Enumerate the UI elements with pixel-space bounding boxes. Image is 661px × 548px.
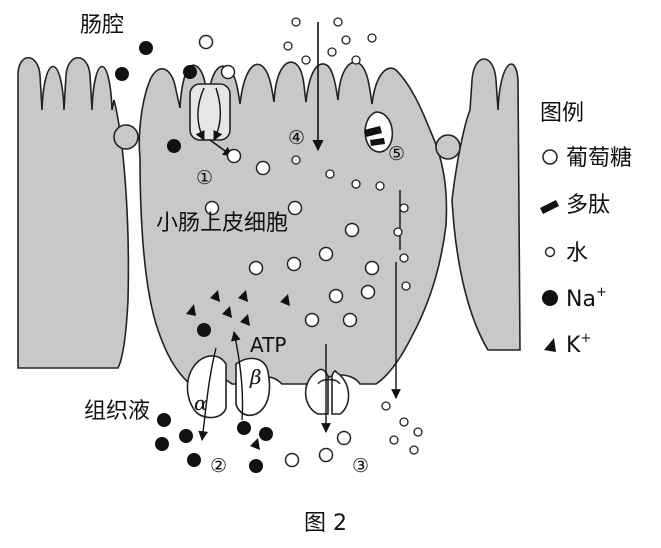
legend-item-sodium: Na+: [566, 285, 607, 312]
pathway-1-label: ①: [196, 167, 213, 189]
open-circle-icon: [542, 149, 558, 165]
alpha-label: α: [194, 391, 208, 415]
intestinal-lumen-label: 肠腔: [80, 13, 124, 38]
epithelial-cell-label: 小肠上皮细胞: [156, 211, 288, 236]
legend: 图例 葡萄糖 多肽 水 Na+ K+: [540, 101, 632, 358]
pathway-5-label: ⑤: [388, 143, 405, 165]
legend-title: 图例: [540, 101, 584, 126]
black-bar-icon: [540, 200, 559, 214]
small-open-circle-icon: [544, 246, 556, 258]
beta-label: β: [249, 365, 262, 389]
pathway-3-label: ③: [352, 455, 369, 477]
filled-triangle-icon: [544, 338, 556, 352]
legend-item-sodium-label: Na: [566, 287, 596, 312]
apical-cotransporter: [189, 83, 233, 157]
legend-item-water: 水: [566, 241, 588, 266]
legend-item-potassium-sup: +: [580, 331, 591, 346]
legend-item-potassium: K+: [566, 331, 591, 358]
left-neighbor-cell: [17, 57, 130, 369]
water-molecules: [283, 17, 423, 455]
tight-junction-left: [113, 124, 139, 150]
atp-label: ATP: [250, 333, 286, 357]
pathway-4-label: ④: [288, 127, 305, 149]
pathway-2-label: ②: [210, 455, 227, 477]
right-neighbor-cell: [451, 58, 521, 351]
tissue-fluid-label: 组织液: [84, 399, 150, 424]
tight-junction-right: [435, 134, 461, 160]
filled-circle-icon: [542, 290, 558, 306]
legend-item-peptide: 多肽: [566, 193, 610, 218]
endocytosis-vesicle: [364, 111, 394, 153]
glucose-molecules: [198, 34, 380, 468]
potassium-ions: [186, 290, 290, 450]
sodium-potassium-pump: [186, 331, 271, 441]
legend-item-potassium-label: K: [566, 333, 581, 358]
basolateral-glucose-carrier: [304, 344, 350, 433]
legend-item-sodium-sup: +: [596, 285, 607, 300]
figure-caption: 图 2: [304, 511, 347, 536]
sodium-ions: [115, 41, 273, 473]
legend-item-glucose: 葡萄糖: [566, 146, 632, 171]
